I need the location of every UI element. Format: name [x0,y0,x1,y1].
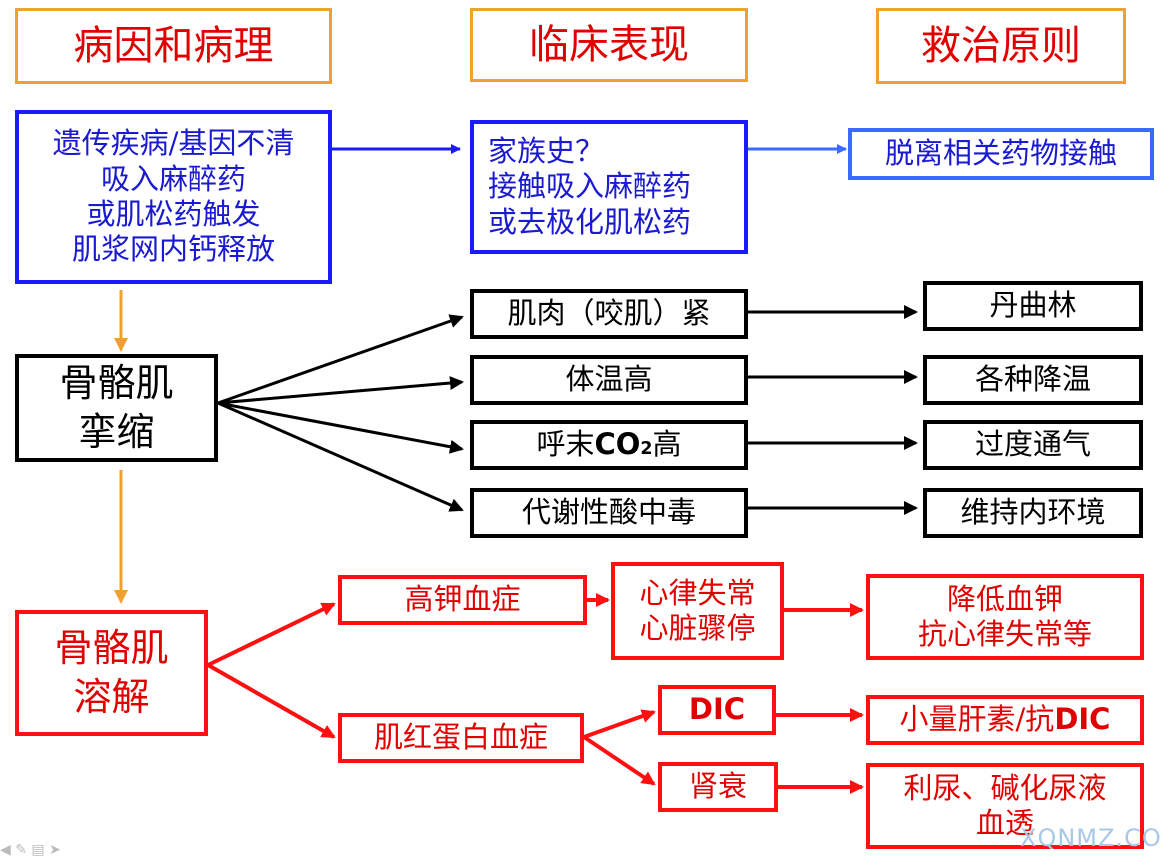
dic-box: DIC [658,685,776,735]
cause-line-2: 吸入麻醉药 [100,161,246,196]
treatment-dantrolene-box: 丹曲林 [923,281,1143,331]
heparin-label: 小量肝素/抗DIC [900,702,1111,737]
prev-slide-icon[interactable]: ◀ [0,842,11,858]
history-box: 家族史？ 接触吸入麻醉药 或去极化肌松药 [470,120,748,254]
renal-tx-box: 利尿、碱化尿液 血透 [866,763,1144,849]
treatment-ventilation-box: 过度通气 [923,420,1143,470]
treatment-cooling-label: 各种降温 [974,362,1091,397]
hyperkalemia-label: 高钾血症 [404,582,521,617]
heparin-suffix: DIC [1054,702,1111,737]
cause-line-4: 肌浆网内钙释放 [71,232,275,267]
renal-tx-line-2: 血透 [975,806,1034,840]
rhabdo-box: 骨骼肌 溶解 [15,610,208,736]
arrow-contracture-to-temp [217,376,464,405]
contracture-line-2: 挛缩 [78,410,155,454]
slide-nav-controls[interactable]: ◀ ✎ ▤ ➤ [0,842,61,858]
symptom-temp-label: 体温高 [565,362,653,397]
lower-k-line-2: 抗心律失常等 [917,617,1092,651]
arrow-contracture-to-muscle [217,314,464,405]
cause-box: 遗传疾病/基因不清 吸入麻醉药 或肌松药触发 肌浆网内钙释放 [15,110,332,284]
watermark: XQNMZ.COM [1020,824,1162,852]
arrow-contracture-to-acidosis [217,401,464,512]
myoglobin-label: 肌红蛋白血症 [373,720,548,755]
arrow-rhabdo-to-myoglobin [207,663,336,739]
header-etiology: 病因和病理 [15,8,332,84]
rhabdo-line-1: 骨骼肌 [54,625,169,670]
cause-line-3: 或肌松药触发 [86,197,261,231]
symptom-co2-suffix: 高 [652,427,682,462]
arrow-rhabdo-to-hyperkalemia [207,602,336,667]
symptom-acidosis-box: 代谢性酸中毒 [470,488,748,538]
history-line-1: 家族史？ [488,133,605,168]
renal-box: 肾衰 [658,762,778,812]
menu-icon[interactable]: ▤ [31,842,45,858]
contracture-box: 骨骼肌 挛缩 [15,354,218,462]
header-etiology-label: 病因和病理 [73,22,274,69]
history-line-2: 接触吸入麻醉药 [488,169,692,204]
history-line-3: 或去极化肌松药 [488,204,692,239]
treatment-ventilation-label: 过度通气 [974,427,1091,462]
lower-k-line-1: 降低血钾 [946,581,1063,616]
arrhythmia-line-2: 心脏骤停 [639,611,756,645]
header-clinical-label: 临床表现 [529,21,689,68]
renal-label: 肾衰 [688,769,747,804]
dic-label: DIC [688,692,746,727]
header-treatment-label: 救治原则 [921,22,1081,69]
header-treatment: 救治原则 [876,8,1126,84]
symptom-co2-prefix: 呼末 [536,427,595,462]
hyperkalemia-box: 高钾血症 [338,575,587,625]
renal-tx-line-1: 利尿、碱化尿液 [903,770,1107,805]
next-slide-icon[interactable]: ➤ [49,842,61,858]
treatment-dantrolene-label: 丹曲林 [989,288,1077,323]
myoglobin-box: 肌红蛋白血症 [338,713,584,763]
symptom-acidosis-label: 代谢性酸中毒 [521,495,696,530]
arrow-myoglobin-to-renal [582,735,656,786]
symptom-temp-box: 体温高 [470,355,748,405]
symptom-muscle-label: 肌肉（咬肌）紧 [507,296,711,331]
symptom-co2-chem: CO [594,427,641,462]
avoid-label: 脱离相关药物接触 [884,136,1117,171]
symptom-muscle-box: 肌肉（咬肌）紧 [470,289,748,339]
header-clinical: 临床表现 [470,8,748,82]
heparin-prefix: 小量肝素/抗 [899,702,1055,737]
heparin-box: 小量肝素/抗DIC [866,695,1144,745]
arrow-contracture-to-co2 [217,401,464,454]
symptom-co2-sub: 2 [640,439,653,460]
treatment-homeostasis-box: 维持内环境 [923,488,1143,538]
rhabdo-line-2: 溶解 [73,675,150,719]
avoid-box: 脱离相关药物接触 [848,128,1154,180]
cause-line-1: 遗传疾病/基因不清 [52,126,295,161]
arrhythmia-line-1: 心律失常 [639,575,756,610]
arrow-myoglobin-to-dic [583,709,656,739]
treatment-homeostasis-label: 维持内环境 [960,495,1106,530]
pen-icon[interactable]: ✎ [15,842,27,858]
treatment-cooling-box: 各种降温 [923,355,1143,405]
contracture-line-1: 骨骼肌 [59,360,174,405]
arrhythmia-box: 心律失常 心脏骤停 [611,562,784,660]
lower-k-box: 降低血钾 抗心律失常等 [866,574,1144,660]
